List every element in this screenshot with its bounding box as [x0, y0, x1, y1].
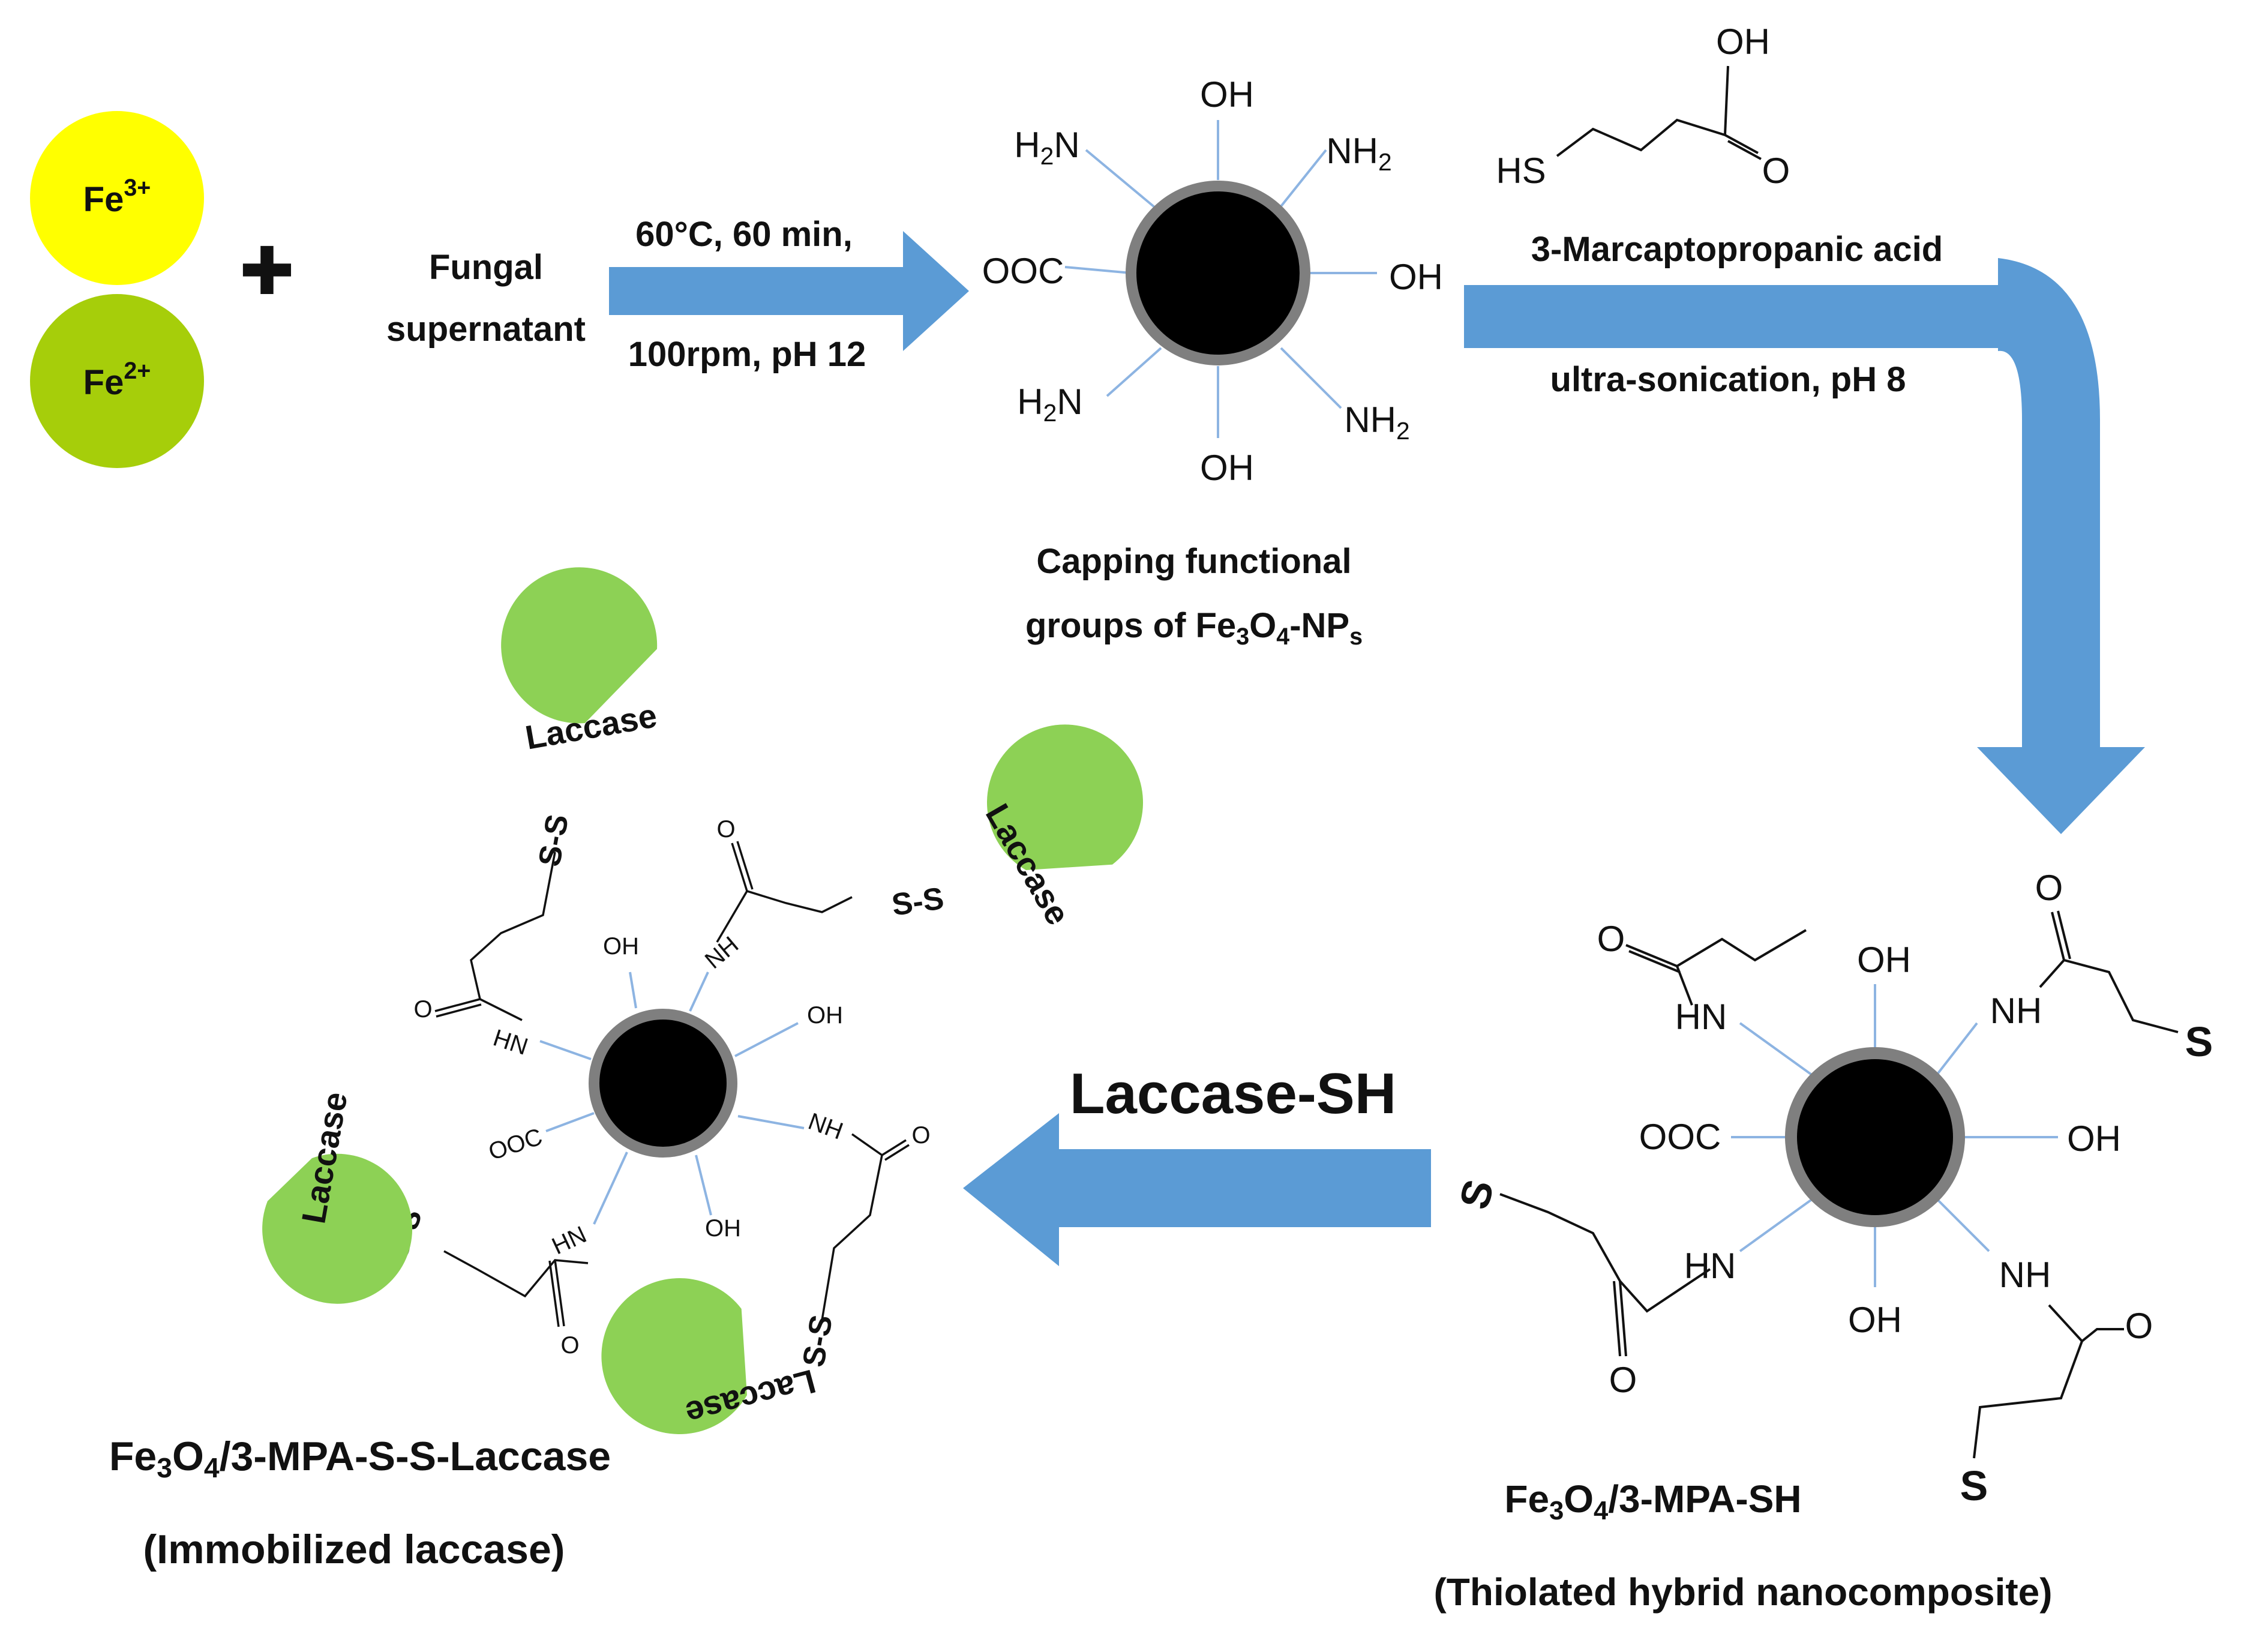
np3-disulfide-bottom: S-S	[796, 1312, 839, 1369]
np3-group-upper-left: HN	[490, 1024, 532, 1060]
np2-group-lower-left: HN	[1684, 1246, 1736, 1286]
np2-group-upper-left: HN	[1675, 997, 1727, 1037]
np2-caption-line1: Fe3O4/3-MPA-SH	[1504, 1477, 1801, 1525]
np1-group-top-right: NH2	[1326, 131, 1391, 176]
np2-sulfur-bottom: S	[1960, 1462, 1988, 1509]
np3-disulfide-right: S-S	[890, 881, 946, 923]
np2-bonds	[1731, 984, 2058, 1287]
np1-group-right: OH	[1389, 257, 1443, 297]
np2-core	[1785, 1047, 1965, 1227]
step3-reagent-label: Laccase-SH	[1070, 1062, 1396, 1126]
mpa-carbonyl-label: O	[1762, 151, 1790, 191]
np1-core	[1126, 181, 1310, 365]
np3-chains	[434, 841, 910, 1327]
laccase-enzyme-right: Laccase	[979, 724, 1143, 931]
step3-arrow	[963, 1113, 1431, 1266]
svg-text:Fe3+: Fe3+	[83, 175, 151, 219]
fe2-ion: Fe2+	[30, 294, 204, 468]
step1-conditions-line2: 100rpm, pH 12	[628, 335, 866, 374]
plus-sign: ✚	[239, 235, 295, 308]
np3-group-right: OH	[807, 1002, 843, 1029]
mpa-hydroxyl-label: OH	[1716, 22, 1770, 62]
np1-group-bottom-right: NH2	[1344, 400, 1409, 445]
np3-carbonyl-1: O	[716, 816, 735, 843]
laccase-enzyme-bottom: Laccase	[601, 1278, 820, 1434]
laccase-enzyme-left: Laccase	[262, 1089, 413, 1304]
step1-conditions-line1: 60°C, 60 min,	[635, 215, 853, 254]
np3-caption-line1: Fe3O4/3-MPA-S-S-Laccase	[109, 1434, 611, 1483]
np1-group-left: OOC	[982, 251, 1064, 291]
np3-disulfide-top: S-S	[532, 812, 575, 869]
np3-carbonyl-2: O	[413, 996, 432, 1023]
fungal-supernatant-line2: supernatant	[386, 310, 586, 349]
np1-group-bottom: OH	[1200, 448, 1254, 488]
np2-sulfur-right: S	[2185, 1018, 2213, 1065]
np3-bonds	[539, 972, 805, 1225]
np1-group-top-left: H2N	[1014, 125, 1079, 170]
step1-arrow	[609, 231, 969, 351]
np2-group-top: OH	[1857, 940, 1911, 980]
np2-chains	[1499, 910, 2179, 1459]
np1-group-bottom-left: H2N	[1017, 382, 1082, 427]
np3-group-left: OOC	[485, 1123, 545, 1165]
np3-group-lower-left: HN	[548, 1221, 590, 1260]
np2-caption-line2: (Thiolated hybrid nanocomposite)	[1433, 1570, 2052, 1614]
mpa-structure	[1556, 65, 1762, 160]
np3-group-upper-right: NH	[700, 931, 744, 974]
np2-carbonyl-bottom-left: O	[1609, 1360, 1637, 1400]
np2-group-upper-right: NH	[1990, 991, 2042, 1031]
np2-group-left: OOC	[1639, 1117, 1721, 1157]
np3-carbonyl-3: O	[911, 1122, 930, 1149]
np1-caption-line1: Capping functional	[1036, 542, 1351, 581]
np3-group-bottom: OH	[705, 1215, 741, 1242]
np3-group-lower-right: NH	[805, 1108, 846, 1145]
np2-group-right: OH	[2067, 1119, 2121, 1159]
np3-carbonyl-4: O	[560, 1332, 579, 1359]
np3-core	[589, 1009, 737, 1158]
np2-sulfur-left: S	[1450, 1175, 1502, 1214]
step2-reagent-label: 3-Marcaptopropanic acid	[1531, 230, 1943, 269]
np2-carbonyl-top-left: O	[1597, 919, 1625, 959]
np3-caption-line2: (Immobilized laccase)	[143, 1527, 565, 1572]
np1-caption-line2: groups of Fe3O4-NPs	[1025, 606, 1363, 650]
step2-arrow	[1464, 258, 2145, 834]
laccase-enzyme-top: Laccase	[501, 567, 659, 757]
step2-conditions-label: ultra-sonication, pH 8	[1550, 360, 1906, 399]
np2-carbonyl-bottom-right: O	[2125, 1306, 2153, 1346]
svg-text:Fe2+: Fe2+	[83, 358, 151, 402]
np3-group-top: OH	[603, 933, 639, 960]
np2-group-bottom: OH	[1848, 1300, 1902, 1340]
np1-bonds	[1064, 120, 1377, 438]
np2-carbonyl-top-right: O	[2035, 868, 2063, 908]
np2-group-lower-right: NH	[1999, 1255, 2051, 1295]
np1-group-top: OH	[1200, 74, 1254, 115]
mpa-thiol-label: HS	[1496, 151, 1546, 191]
fe3-ion: Fe3+	[30, 111, 204, 285]
fungal-supernatant-line1: Fungal	[429, 248, 543, 287]
